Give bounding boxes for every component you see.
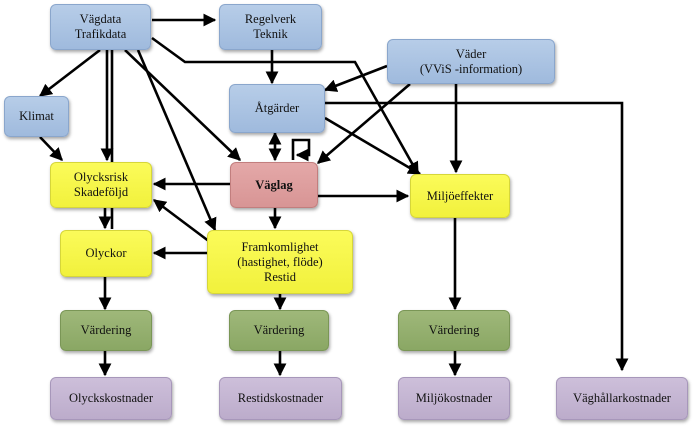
arrow-vader-vaglag: [317, 83, 411, 164]
arrow-atgarder-miljoeffekter: [324, 116, 422, 176]
arrow-vagdata-klimat: [38, 48, 101, 98]
node-vardering-1: Värdering: [60, 310, 152, 351]
node-framkomlighet: Framkomlighet (hastighet, flöde) Restid: [207, 230, 353, 294]
node-olycksrisk: Olycksrisk Skadeföljd: [50, 162, 152, 208]
node-miljokostnader: Miljökostnader: [398, 377, 510, 420]
arrow-vaglag-loop: [291, 138, 311, 162]
arrow-atgarder-vaghallarkostnader: [325, 101, 629, 372]
node-miljoeffekter: Miljöeffekter: [410, 174, 510, 218]
node-olyckor: Olyckor: [60, 230, 152, 277]
node-vardering-3: Värdering: [398, 310, 510, 351]
arrow-vagdata-miljoeffekter: [151, 36, 420, 176]
node-vaglag: Väglag: [230, 162, 318, 208]
node-restidskostnader: Restidskostnader: [219, 377, 342, 420]
node-vardering-2: Värdering: [229, 310, 329, 351]
node-klimat: Klimat: [4, 96, 69, 137]
node-atgarder: Åtgärder: [229, 84, 325, 133]
node-vagdata: Vägdata Trafikdata: [50, 4, 151, 50]
arrow-klimat-olycksrisk: [39, 136, 63, 161]
arrow-vagdata-vaglag: [124, 49, 241, 161]
node-regelverk: Regelverk Teknik: [219, 4, 322, 50]
arrow-framkomlighet-olycksrisk: [152, 198, 211, 244]
node-olyckskostnader: Olyckskostnader: [50, 377, 172, 420]
arrow-vader-atgarder: [323, 64, 388, 92]
arrow-vagdata-framkomlighet: [136, 49, 217, 232]
node-vader: Väder (VViS -information): [387, 39, 555, 84]
node-vaghallarkostnader: Väghållarkostnader: [556, 377, 688, 420]
